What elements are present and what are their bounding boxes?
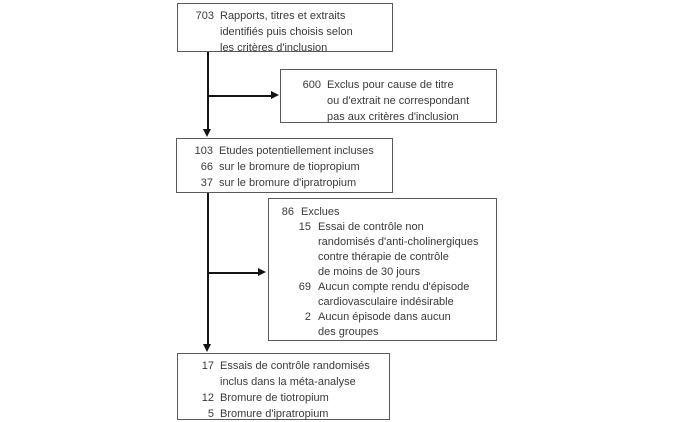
label-no-cardio-report: Aucun compte rendu d'épisode cardiovascu… xyxy=(318,281,470,308)
flow-row: 600 Exclus pour cause de titre ou d'extr… xyxy=(289,77,492,125)
flow-row: 86 Exclues xyxy=(277,205,492,220)
flow-row: 66 sur le bromure de tiopropium xyxy=(185,159,388,175)
flow-row: 103 Etudes potentiellement incluses xyxy=(185,143,388,159)
count-ipratropium-included: 5 xyxy=(207,408,214,420)
count-nonrandomized: 15 xyxy=(298,221,311,233)
box-reports-identified: 703 Rapports, titres et extraits identif… xyxy=(177,3,393,54)
flow-row: 15 Essai de contrôle non randomisés d'an… xyxy=(277,220,492,280)
flow-row: 5 Bromure d'ipratropium xyxy=(186,406,385,422)
label-tiopropium-studies: sur le bromure de tiopropium xyxy=(219,161,360,173)
flow-row: 703 Rapports, titres et extraits identif… xyxy=(186,8,388,56)
box-potentially-included: 103 Etudes potentiellement incluses 66 s… xyxy=(176,138,393,193)
count-included-trials: 17 xyxy=(201,360,214,372)
connector-branch-excluded-studies xyxy=(208,272,259,274)
count-excluded-titles: 600 xyxy=(302,79,321,91)
count-tiopropium-studies: 66 xyxy=(200,161,213,173)
count-reports-identified: 703 xyxy=(195,10,214,22)
arrowhead-down-to-included-icon xyxy=(203,344,212,352)
arrowhead-right-to-excluded-studies-icon xyxy=(258,268,266,277)
count-tiotropium-included: 12 xyxy=(201,392,214,404)
flow-row: 17 Essais de contrôle randomisés inclus … xyxy=(186,358,385,390)
flow-row: 69 Aucun compte rendu d'épisode cardiova… xyxy=(277,280,492,310)
label-ipratropium-included: Bromure d'ipratropium xyxy=(220,408,329,420)
connector-identified-to-potential xyxy=(207,52,209,131)
label-potentially-included: Etudes potentiellement incluses xyxy=(219,145,374,157)
count-ipratropium-studies: 37 xyxy=(200,177,213,189)
box-excluded-studies: 86 Exclues 15 Essai de contrôle non rand… xyxy=(268,198,497,341)
box-included-meta-analysis: 17 Essais de contrôle randomisés inclus … xyxy=(177,353,390,420)
arrowhead-down-to-potential-icon xyxy=(203,129,212,137)
flow-row: 2 Aucun épisode dans aucun des groupes xyxy=(277,310,492,340)
count-no-cardio-report: 69 xyxy=(298,281,311,293)
label-tiotropium-included: Bromure de tiotropium xyxy=(220,392,329,404)
count-potentially-included: 103 xyxy=(194,145,213,157)
label-ipratropium-studies: sur le bromure d'ipratropium xyxy=(219,177,357,189)
flow-row: 12 Bromure de tiotropium xyxy=(186,390,385,406)
label-no-episode: Aucun épisode dans aucun des groupes xyxy=(318,311,451,338)
count-no-episode: 2 xyxy=(304,311,311,323)
flow-row: 37 sur le bromure d'ipratropium xyxy=(185,175,388,191)
label-nonrandomized: Essai de contrôle non randomisés d'anti-… xyxy=(318,221,479,278)
connector-branch-excluded-titles xyxy=(208,95,272,97)
connector-potential-to-included xyxy=(207,193,209,345)
label-excluded-titles: Exclus pour cause de titre ou d'extrait … xyxy=(327,79,470,123)
count-excluded-studies: 86 xyxy=(281,206,294,218)
label-reports-identified: Rapports, titres et extraits identifiés … xyxy=(220,10,353,54)
box-excluded-titles: 600 Exclus pour cause de titre ou d'extr… xyxy=(280,69,497,123)
label-excluded-studies: Exclues xyxy=(301,206,340,218)
arrowhead-right-to-excluded-titles-icon xyxy=(271,91,279,100)
label-included-trials: Essais de contrôle randomisés inclus dan… xyxy=(220,360,370,388)
